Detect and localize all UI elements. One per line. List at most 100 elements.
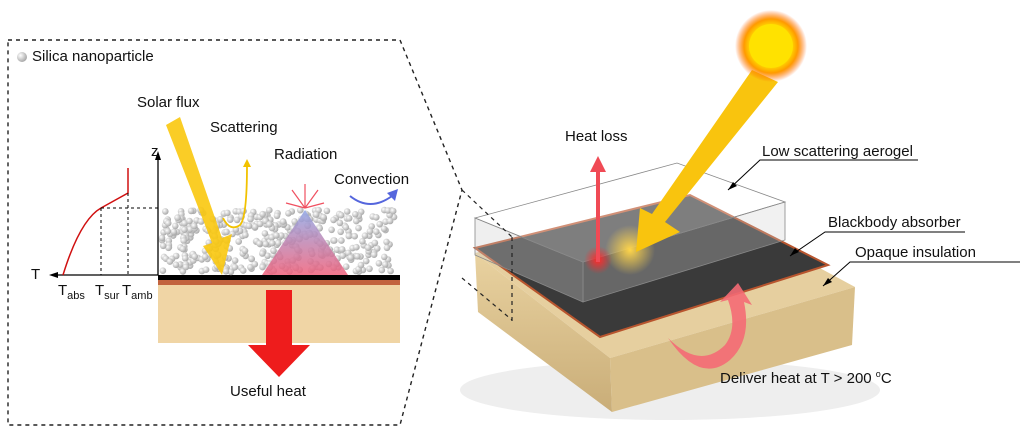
silica-particle — [361, 232, 369, 239]
silica-particle — [297, 206, 304, 214]
silica-particle — [227, 216, 234, 223]
silica-particle — [380, 225, 388, 233]
silica-particle — [266, 221, 273, 228]
silica-particle — [370, 251, 378, 258]
silica-particle — [269, 239, 276, 247]
silica-particle — [174, 214, 181, 221]
deliver-heat-text: Deliver heat at T > 200 — [720, 370, 876, 387]
silica-particle — [179, 245, 187, 253]
deliver-heat-arrow — [668, 283, 752, 369]
silica-particle — [262, 240, 270, 248]
silica-particle — [164, 228, 172, 235]
silica-particle — [373, 228, 380, 235]
silica-particle — [187, 207, 195, 215]
scattering-label: Scattering — [210, 119, 278, 136]
silica-particle — [357, 261, 365, 269]
silica-particle — [383, 238, 390, 246]
silica-particle — [231, 257, 239, 264]
insulation-label: Opaque insulation — [855, 244, 976, 261]
t-abs-label: Tabs — [58, 282, 85, 302]
silica-particle — [201, 253, 209, 261]
silica-particle — [338, 237, 345, 244]
silica-particle — [368, 223, 376, 230]
silica-particle — [186, 217, 193, 225]
silica-particle — [239, 267, 247, 274]
silica-particle — [331, 237, 338, 244]
silica-particle — [158, 234, 166, 242]
silica-particle — [197, 218, 205, 225]
callout-connector — [461, 189, 513, 322]
absorber-layer — [158, 275, 400, 280]
silica-particle — [342, 224, 350, 231]
silica-particle — [256, 220, 264, 228]
silica-particle — [328, 226, 335, 234]
silica-particle — [231, 263, 239, 271]
silica-particle — [172, 261, 180, 269]
solar-beam — [636, 70, 778, 252]
heat-loss-label: Heat loss — [565, 128, 628, 145]
silica-particle — [376, 220, 384, 228]
absorber-sheet — [472, 193, 831, 339]
silica-particle — [343, 208, 351, 215]
silica-particle — [285, 210, 292, 217]
silica-particle — [191, 253, 198, 260]
silica-particle — [159, 242, 167, 250]
t-amb-main: T — [122, 282, 132, 299]
silica-particle — [330, 216, 337, 224]
silica-particle — [389, 207, 397, 215]
leader-lines — [727, 159, 1020, 287]
nanoparticle-legend-label: Silica nanoparticle — [32, 48, 154, 65]
zoom-callout-outline — [7, 39, 463, 426]
silica-particle — [359, 238, 366, 245]
silica-particle — [256, 240, 263, 247]
solar-flux-arrow — [166, 117, 232, 275]
silica-particle — [352, 211, 359, 218]
silica-particle — [371, 239, 379, 247]
silica-particle — [381, 253, 388, 261]
silica-particle — [320, 213, 327, 221]
silica-particle — [190, 222, 198, 230]
silica-particle — [182, 263, 190, 271]
copper-layer — [158, 280, 400, 285]
silica-particle — [172, 222, 179, 230]
t-sur-label: Tsur — [95, 282, 119, 302]
silica-particle — [235, 238, 242, 245]
silica-particle — [354, 252, 361, 260]
silica-particle — [353, 217, 360, 225]
nanoparticle-legend-icon — [17, 52, 27, 62]
silica-particle — [223, 228, 230, 236]
radiation-cone — [262, 210, 348, 275]
silica-particle — [386, 217, 394, 225]
silica-particle — [264, 252, 271, 260]
silica-particle — [353, 243, 360, 251]
silica-particle — [383, 244, 391, 252]
silica-particle — [217, 215, 224, 223]
silica-particle — [366, 265, 373, 273]
silica-particle — [291, 218, 298, 225]
silica-particle — [338, 246, 346, 253]
silica-particle — [312, 211, 320, 218]
useful-heat-label: Useful heat — [230, 383, 306, 400]
silica-particle — [279, 218, 287, 225]
insulation-front — [475, 253, 612, 412]
aerogel-right — [582, 201, 786, 303]
silica-particle — [339, 252, 347, 259]
silica-particle — [248, 255, 255, 263]
silica-particle — [273, 212, 281, 220]
silica-particle — [387, 267, 394, 275]
silica-particle — [259, 210, 266, 218]
scattering-arrow — [222, 164, 248, 229]
convection-arrow — [349, 195, 393, 205]
silica-particle — [266, 206, 273, 214]
silica-particle — [202, 266, 210, 274]
silica-particle — [381, 261, 389, 268]
silica-particle — [342, 263, 350, 271]
silica-particle — [373, 214, 380, 221]
degree-sup: o — [875, 369, 881, 379]
silica-particle — [242, 231, 249, 239]
z-axis-label: z — [151, 143, 159, 160]
t-abs-main: T — [58, 282, 68, 299]
silica-particle — [337, 228, 345, 236]
silica-particle — [362, 257, 370, 265]
t-amb-sub: amb — [131, 290, 153, 302]
